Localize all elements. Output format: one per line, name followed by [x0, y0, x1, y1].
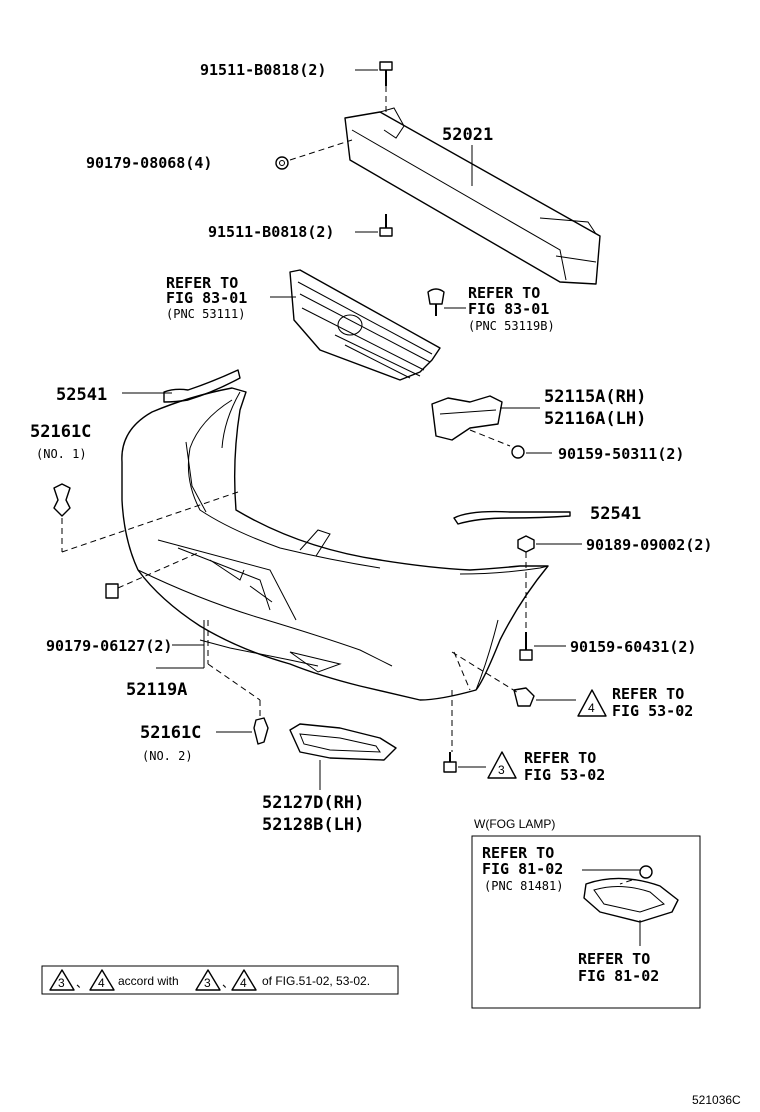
- bolt-91511-top: [379, 61, 393, 86]
- label-52021: 52021: [442, 125, 493, 145]
- label-no1: (NO. 1): [36, 447, 87, 461]
- bolt-91511-mid: [379, 214, 393, 237]
- label-90189-09002: 90189-09002(2): [586, 536, 712, 554]
- svg-text:accord with: accord with: [118, 974, 179, 988]
- label-91511-mid: 91511-B0818(2): [208, 223, 334, 241]
- clip-52161C-no2: [253, 717, 269, 745]
- label-refer-53-4-2: FIG 53-02: [612, 702, 693, 720]
- svg-text:3: 3: [498, 763, 505, 777]
- fog-lamp-cover-52127D: [289, 723, 397, 761]
- label-refer-grille-3: (PNC 53111): [166, 307, 245, 321]
- label-52115A: 52115A(RH): [544, 387, 646, 407]
- label-52119A: 52119A: [126, 680, 187, 700]
- nut-90179-08068: [275, 156, 289, 170]
- triangle-marker-4: 4: [577, 689, 607, 717]
- label-52128B: 52128B(LH): [262, 815, 364, 835]
- label-refer-53-4-1: REFER TO: [612, 685, 684, 703]
- legend-note: 3 、 4 accord with 3 、 4 of FIG.51-02, 53…: [41, 965, 399, 995]
- label-52127D: 52127D(RH): [262, 793, 364, 813]
- clip-90179-06127: [105, 583, 119, 599]
- label-90179-06127: 90179-06127(2): [46, 637, 172, 655]
- retainer-52541-right: [453, 510, 571, 525]
- label-91511-top: 91511-B0818(2): [200, 61, 326, 79]
- label-90159-60431: 90159-60431(2): [570, 638, 696, 656]
- svg-text:3: 3: [58, 976, 65, 990]
- label-52161C-no2: 52161C: [140, 723, 201, 743]
- bracket-52115A: [431, 395, 503, 441]
- grille-clip: [427, 288, 445, 316]
- clip-52161C-no1: [53, 483, 71, 517]
- label-fog-title: W(FOG LAMP): [474, 817, 555, 831]
- bolt-90159-50311: [511, 445, 525, 459]
- label-52161C-no1: 52161C: [30, 422, 91, 442]
- label-refer-53-3-1: REFER TO: [524, 749, 596, 767]
- fog-lamp-box: [471, 835, 701, 1009]
- svg-text:、: 、: [222, 976, 234, 990]
- label-refer-81-b-1: REFER TO: [578, 950, 650, 968]
- bumper-cover-52119A: [121, 387, 549, 701]
- retainer-52541-left: [163, 369, 241, 403]
- svg-text:4: 4: [588, 701, 595, 715]
- label-90179-08068: 90179-08068(4): [86, 154, 212, 172]
- label-52116A: 52116A(LH): [544, 409, 646, 429]
- figure-code: 521036C: [692, 1093, 741, 1107]
- bolt-90159-60431: [519, 632, 533, 661]
- label-refer-grille-2: FIG 83-01: [166, 289, 247, 307]
- radiator-grille: [289, 269, 441, 381]
- label-no2: (NO. 2): [142, 749, 193, 763]
- label-52541-top: 52541: [56, 385, 107, 405]
- svg-text:3: 3: [204, 976, 211, 990]
- svg-text:4: 4: [98, 976, 105, 990]
- label-refer-81-a-2: FIG 81-02: [482, 860, 563, 878]
- bolt-refer-53-02-b: [443, 752, 457, 773]
- nut-refer-53-02-a: [513, 687, 535, 707]
- svg-text:of FIG.51-02, 53-02.: of FIG.51-02, 53-02.: [262, 974, 370, 988]
- bumper-reinforcement-52021: [344, 107, 601, 285]
- label-90159-50311: 90159-50311(2): [558, 445, 684, 463]
- nut-90189-09002: [517, 535, 535, 553]
- label-refer-grille-1: REFER TO: [166, 274, 238, 292]
- label-refer-clip-3: (PNC 53119B): [468, 319, 555, 333]
- label-refer-clip-1: REFER TO: [468, 284, 540, 302]
- label-refer-81-a-3: (PNC 81481): [484, 879, 563, 893]
- label-refer-81-a-1: REFER TO: [482, 844, 554, 862]
- svg-text:、: 、: [76, 976, 88, 990]
- label-refer-clip-2: FIG 83-01: [468, 300, 549, 318]
- label-52541-right: 52541: [590, 504, 641, 524]
- label-refer-81-b-2: FIG 81-02: [578, 967, 659, 985]
- triangle-marker-3: 3: [487, 751, 517, 779]
- svg-text:4: 4: [240, 976, 247, 990]
- label-refer-53-3-2: FIG 53-02: [524, 766, 605, 784]
